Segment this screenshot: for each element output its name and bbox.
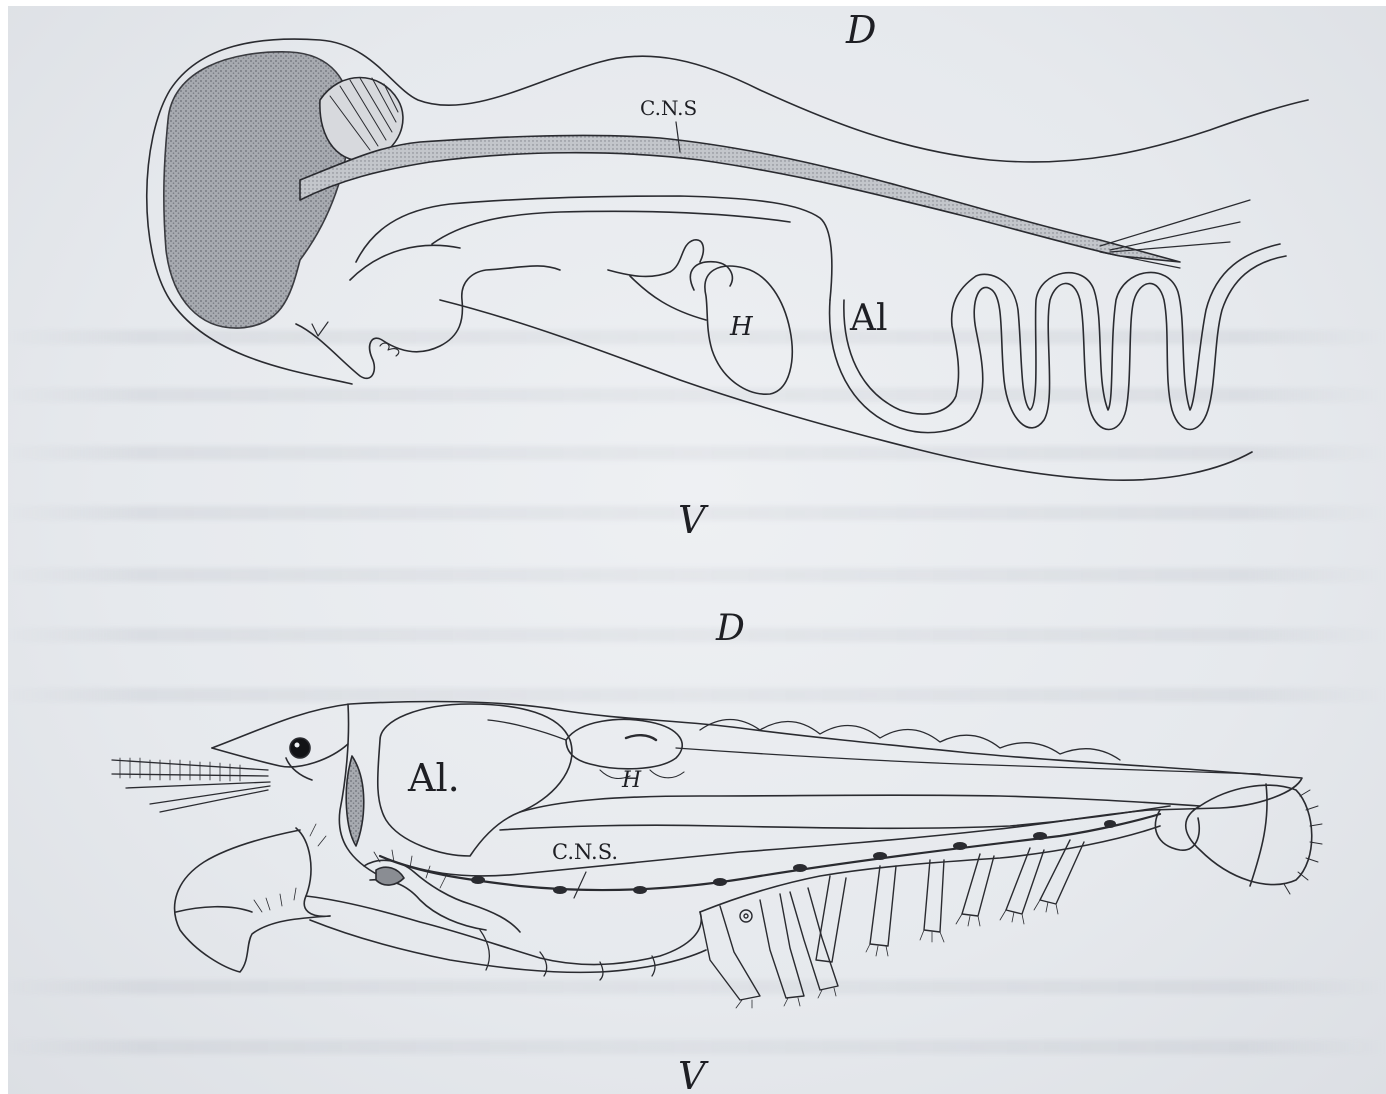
crustacean-gut [378, 704, 572, 856]
gut-label-top: Al [850, 298, 888, 339]
midgut-lower [500, 806, 1170, 830]
ventral-label-bottom: V [678, 1054, 705, 1094]
inner-wall [432, 211, 790, 244]
heart-lines [600, 770, 684, 778]
cord-terminal-filaments [1100, 200, 1250, 268]
crustacean-diagram [112, 702, 1322, 1008]
cheliped-arm-lower [310, 920, 706, 972]
mouthparts-2 [370, 880, 486, 930]
mandible-block [376, 867, 404, 885]
claw-joint [296, 828, 330, 916]
antennae [112, 760, 270, 812]
crustacean-heart [566, 719, 682, 768]
pleopods [816, 840, 1084, 962]
heart-vessel-2 [630, 276, 706, 320]
gut-label-bottom: Al. [408, 756, 460, 800]
claw-setae [254, 824, 326, 912]
gut-inner [844, 244, 1280, 414]
heart-vessel [608, 240, 703, 277]
digestive-gland [346, 756, 364, 846]
pharynx-line [350, 245, 460, 280]
heart-label-top: H [730, 312, 753, 342]
vertebrate-diagram [147, 39, 1308, 480]
dorsal-label-top: D [846, 8, 876, 52]
eye [290, 738, 310, 758]
rostrum [212, 744, 348, 767]
claw-dactyl [176, 907, 252, 912]
gill-mark [312, 322, 328, 336]
midgut [520, 795, 1200, 812]
cheliped-claw [175, 830, 330, 972]
ventral-label-top: V [678, 498, 705, 542]
dorsal-label-bottom: D [716, 608, 745, 649]
telson [1186, 785, 1312, 884]
cns-pointer-2 [574, 872, 586, 898]
abdomen-ventral [700, 826, 1160, 912]
telson-setae [1284, 790, 1322, 894]
heart-ostium [626, 735, 656, 740]
heart-label-bottom: H [622, 768, 641, 793]
heart-atrium [690, 262, 732, 290]
uropod [1155, 810, 1199, 850]
telson-suture [1250, 784, 1267, 886]
dorsal-artery [676, 748, 1260, 774]
mouth-region [296, 266, 560, 378]
cns-label-top: C.N.S [640, 96, 697, 120]
anterior-artery [488, 720, 566, 740]
cheliped-arm [306, 896, 701, 965]
eye-stalk [286, 758, 312, 780]
pleopod-setae [866, 900, 1058, 956]
cns-label-bottom: C.N.S. [552, 840, 618, 864]
